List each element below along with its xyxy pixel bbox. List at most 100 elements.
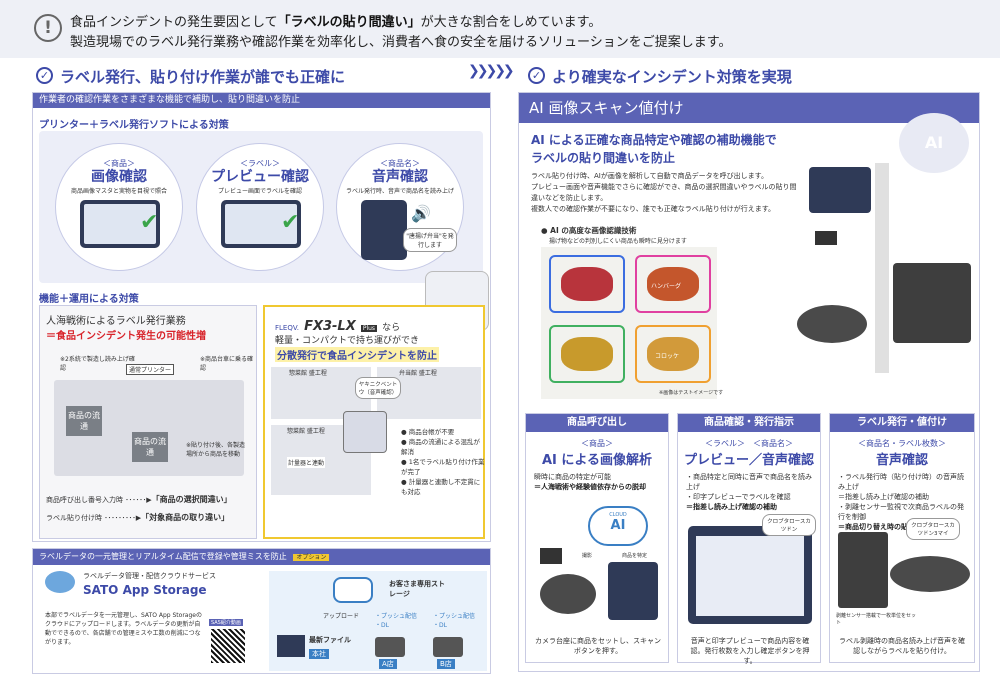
cloud-logo-icon	[45, 571, 75, 593]
column-text: 瞬時に商品の特定が可能＝人海戦術や経験値依存からの脱却	[534, 473, 646, 491]
latest-file: 最新ファイル	[309, 636, 351, 644]
database-icon	[333, 577, 373, 603]
column-caption: 音声と印字プレビューで商品内容を確認。発行枚数を入力し確定ボタンを押す。	[690, 637, 810, 665]
monitor-icon	[277, 635, 305, 657]
column-text: ・商品特定と同時に音声で商品名を読み上げ ・印字プレビューでラベルを確認＝指差し…	[686, 473, 812, 511]
label-shoot: 撮影	[582, 553, 593, 559]
arrow-chevrons-icon: ❯❯❯❯❯	[468, 63, 515, 79]
bullet-2: ● 商品の流通による混乱が解消	[401, 438, 481, 456]
fx3-title: FLEQV. FX3-LX Plus なら	[275, 319, 401, 334]
column-head: 商品呼び出し	[526, 414, 668, 432]
column-text: ・ラベル発行時（貼り付け時）の音声読み上げ ＝指差し読み上げ確認の補助 ・剥離セ…	[838, 473, 964, 531]
circle-tag: ＜ラベル＞	[240, 159, 280, 168]
column-tag: ＜商品＞	[581, 439, 613, 448]
food-bowl-image	[890, 556, 970, 592]
store-printer-icon	[433, 637, 463, 657]
label-printer-image	[838, 532, 888, 608]
service-name: SATO App Storage	[83, 583, 207, 597]
ai-body-2: プレビュー画面や音声機能でさらに確認ができ、商品の選択間違いやラベルの貼り間違い…	[531, 183, 797, 202]
store-a: A店	[379, 659, 397, 669]
check-icon: ✔	[140, 210, 159, 235]
label-printer-image	[893, 263, 971, 343]
fx3-line-3: 分散発行で食品インシデントを防止	[275, 347, 439, 362]
bullet-1: ● 商品台帳が不要	[401, 428, 455, 436]
qr-label: SAS紹介動画	[209, 619, 243, 626]
check-circle-icon: ✓	[528, 67, 545, 84]
scanner-stand	[875, 163, 889, 373]
push-label-1: ・プッシュ配信 ・DL	[375, 613, 418, 629]
tablet-icon	[80, 200, 160, 248]
test-note: ※画像はテストイメージです	[659, 390, 724, 396]
header-line-2: 製造現場でのラベル発行業務や確認作業を効率化し、消費者へ食の安全を届けるソリュー…	[70, 35, 732, 50]
zone-image-1	[271, 367, 371, 419]
tablet-icon	[809, 167, 871, 213]
ai-body-3: 複数人での確認作業が不要になり、誰でも正確なラベル貼り付けが行えます。	[531, 205, 776, 213]
preview-check-circle: ＜ラベル＞ プレビュー確認 プレビュー画面でラベルを確認 ✔	[196, 143, 324, 271]
store-printer-icon	[375, 637, 405, 657]
column-title: AI による画像解析	[541, 453, 653, 468]
camera-icon	[540, 548, 562, 564]
manual-line-1: 人海戦術によるラベル発行業務	[46, 316, 186, 327]
service-sub: ラベルデータ管理・配信クラウドサービス	[83, 572, 216, 580]
printer-section-title: プリンター＋ラベル発行ソフトによる対策	[39, 120, 229, 131]
ai-body-1: ラベル貼り付け時、AIが画像を解析して自動で商品データを呼び出します。	[531, 172, 768, 180]
push-label-2: ・プッシュ配信 ・DL	[433, 613, 476, 629]
sensor-note: 剥離センサー搭載で一枚単位をセット	[836, 613, 917, 626]
issue-row-2: ラベル貼り付け時 ･････････▶「対象商品の取り違い」	[46, 513, 230, 522]
check-circle-icon: ✓	[36, 67, 53, 84]
speaker-icon: 🔊	[411, 204, 431, 223]
note-move: ※貼り付け後、各製造場所から商品を移動	[186, 442, 246, 458]
zone-1: 惣菜館 盛工程	[289, 370, 327, 377]
note-left: ※2系統で製造し読み上げ確認	[60, 356, 135, 372]
zone-4: 計量器と連動	[287, 457, 326, 468]
ai-body: ラベル貼り付け時、AIが画像を解析して自動で商品データを呼び出します。 プレビュ…	[531, 171, 801, 215]
storage-label: お客さま専用ストレージ	[389, 580, 445, 598]
left-bar: 作業者の確認作業をさまざまな機能で補助し、貼り間違いを防止	[33, 93, 490, 108]
service-desc: 本部でラベルデータを一元管理し、SATO App Storageのクラウドにアッ…	[45, 612, 202, 646]
column-tag: ＜商品名・ラベル枚数＞	[858, 439, 946, 448]
circle-caption: ラベル発行時、音声で商品名を読み上げ	[345, 188, 454, 195]
flow-label-2: 商品の流通	[132, 432, 168, 462]
food-item	[549, 255, 625, 313]
preview-screen	[696, 536, 804, 616]
storage-bar: ラベルデータの一元管理とリアルタイム配信で登録や管理ミスを防止 オプション	[33, 549, 490, 565]
label-identify: 商品を特定	[622, 553, 648, 559]
circle-title: 画像確認	[91, 169, 147, 185]
bullet-4: ● 計量器と連動し不定貫にも対応	[401, 478, 481, 496]
zone-2: 弁当館 盛工程	[399, 370, 437, 377]
bullet-3: ● 1名でラベル貼り付け作業が完了	[401, 458, 485, 476]
tech-sub: 揚げ物などの判別しにくい商品も瞬時に見分けます	[549, 238, 687, 245]
food-item	[549, 325, 625, 383]
ai-title-bar: AI 画像スキャン値付け	[519, 93, 979, 123]
flow-label-1: 商品の流通	[66, 406, 102, 436]
column-confirm: 商品確認・発行指示 ＜ラベル＞ ＜商品名＞ プレビュー／音声確認 ・商品特定と同…	[677, 413, 821, 665]
column-caption: ラベル剥離時の商品名読み上げ音声を確認しながらラベルを貼り付け。	[839, 637, 965, 655]
food-item: ハンバーグ	[635, 255, 711, 313]
zone-3: 惣菜館 盛工程	[287, 428, 325, 435]
fx3-bullets: ● 商品台帳が不要 ● 商品の流通による混乱が解消 ● 1名でラベル貼り付け作業…	[401, 427, 485, 497]
column-tag: ＜ラベル＞ ＜商品名＞	[705, 439, 793, 448]
right-panel: AI 画像スキャン値付け AI による正確な商品特定や確認の補助機能で ラベルの…	[518, 92, 980, 672]
column-product-call: 商品呼び出し ＜商品＞ AI による画像解析 瞬時に商品の特定が可能＝人海戦術や…	[525, 413, 669, 663]
portable-printer-icon	[343, 411, 387, 453]
ai-cloud-badge: AI	[899, 113, 969, 173]
column-head: 商品確認・発行指示	[678, 414, 820, 432]
ai-headline-2: ラベルの貼り間違いを防止	[531, 151, 676, 165]
camera-icon	[815, 231, 837, 245]
ops-section-title: 機能＋運用による対策	[39, 294, 139, 305]
printer-label: 通常プリンター	[126, 364, 175, 375]
circle-tag: ＜商品＞	[103, 159, 135, 168]
check-icon: ✔	[281, 210, 300, 235]
food-bowl-image	[540, 574, 596, 614]
circle-caption: 商品画像マスタと実物を目視で照合	[70, 188, 167, 195]
image-check-circle: ＜商品＞ 画像確認 商品画像マスタと実物を目視で照合 ✔	[55, 143, 183, 271]
fx3-panel: FLEQV. FX3-LX Plus なら 軽量・コンパクトで持ち運びができ 分…	[263, 305, 485, 539]
exclamation-circle-icon: !	[34, 14, 62, 42]
upload-label: アップロード	[323, 613, 360, 620]
qr-code-icon[interactable]	[211, 629, 245, 663]
store-b: B店	[437, 659, 455, 669]
manual-line-2: ＝食品インシデント発生の可能性増	[46, 331, 206, 342]
circle-caption: プレビュー画面でラベルを確認	[217, 188, 302, 195]
voice-bubble: クロブタロースカツドン3マイ	[906, 518, 960, 540]
